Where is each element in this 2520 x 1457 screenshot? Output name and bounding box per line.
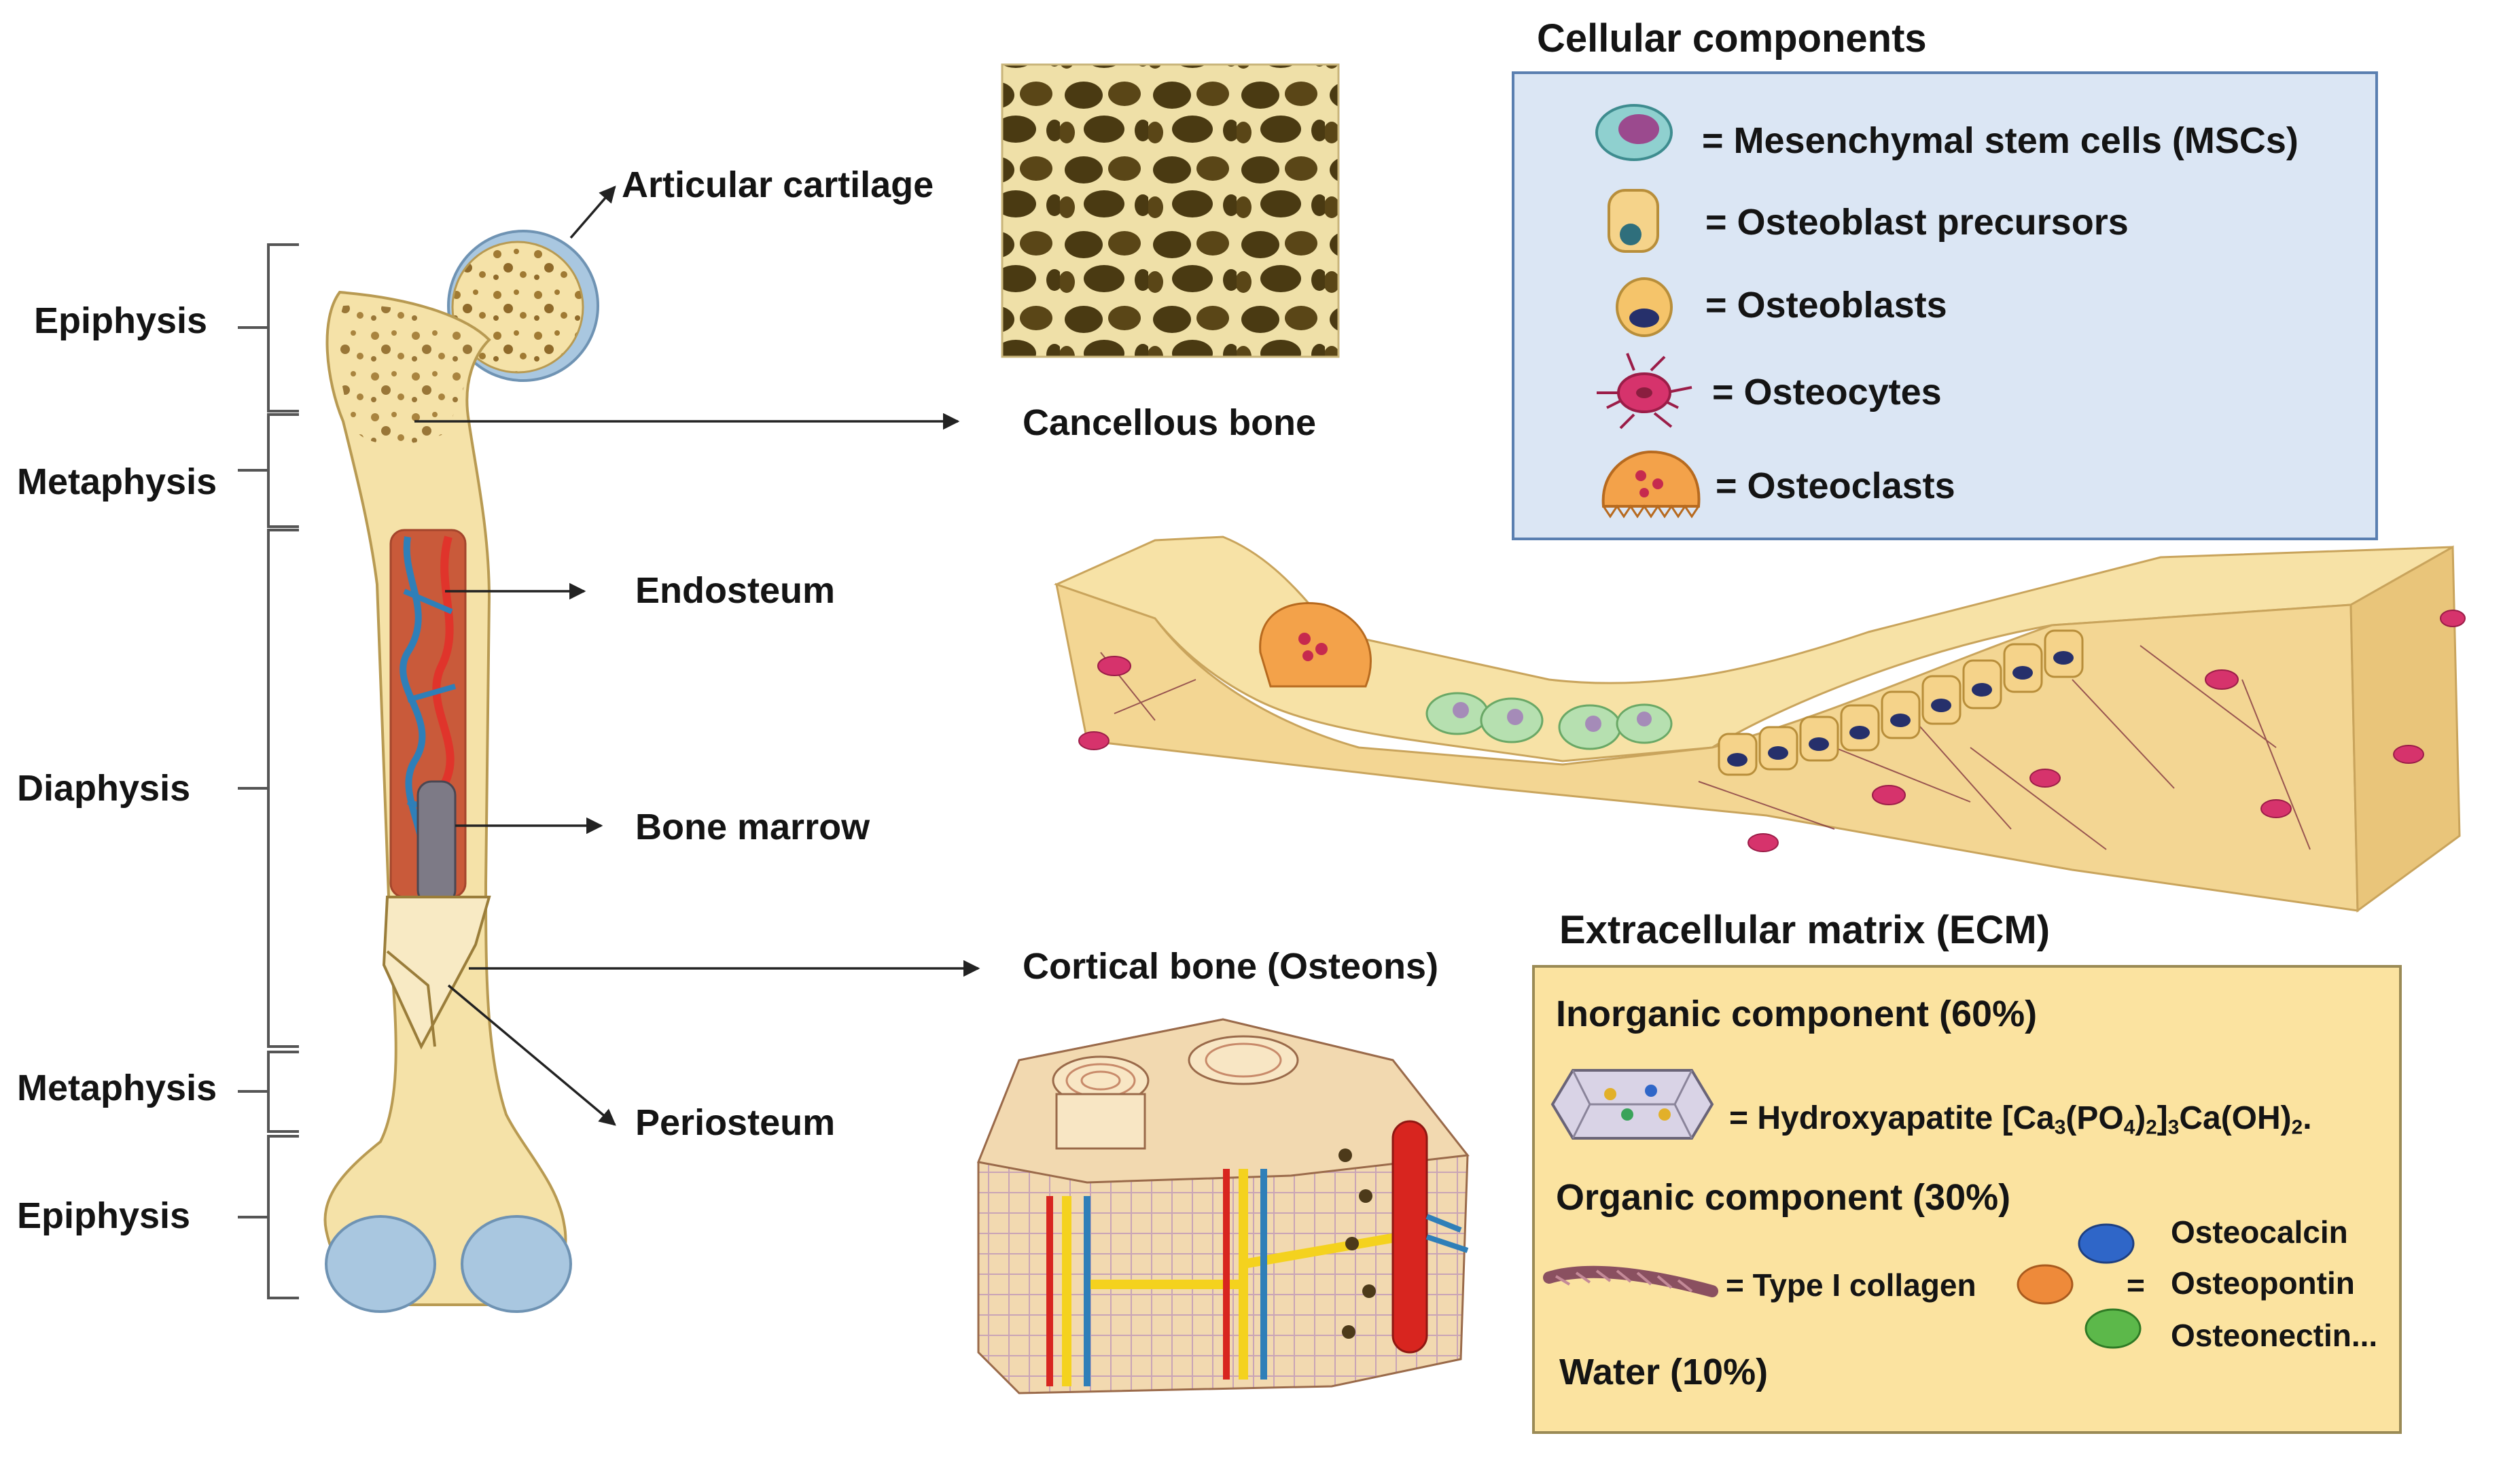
bone-marrow-rod	[416, 780, 457, 905]
proximal-spongy-region	[338, 305, 476, 444]
formula-part: = Hydroxyapatite [Ca	[1729, 1100, 2055, 1136]
ecm-protein-osteopontin: Osteopontin	[2171, 1265, 2355, 1301]
region-metaphysis-top: Metaphysis	[17, 461, 217, 502]
bracket-metaphysis-bottom	[238, 1051, 299, 1133]
ecm-collagen-label: = Type I collagen	[1726, 1267, 1976, 1303]
cell-item-osteoclasts: = Osteoclasts	[1716, 466, 1955, 506]
formula-sub: 3	[2167, 1116, 2180, 1139]
formula-part: )	[2135, 1100, 2146, 1136]
formula-sub: 2	[2291, 1116, 2303, 1139]
cortical-bone-illustration	[976, 1018, 1470, 1394]
ecm-inorganic-label: Inorganic component (60%)	[1556, 994, 2038, 1034]
label-endosteum: Endosteum	[635, 570, 836, 611]
formula-sub: 4	[2123, 1116, 2135, 1139]
formula-part: (PO	[2065, 1100, 2124, 1136]
ecm-box	[1532, 965, 2402, 1434]
ecm-proteins-equals: =	[2127, 1267, 2145, 1303]
osteoblast-row	[1718, 629, 2084, 776]
region-brackets	[238, 243, 299, 1299]
label-periosteum: Periosteum	[635, 1102, 836, 1143]
label-arrows	[414, 186, 980, 1126]
label-cortical-bone: Cortical bone (Osteons)	[1023, 946, 1439, 987]
cell-item-osteoblast-precursors: = Osteoblast precursors	[1705, 202, 2129, 243]
formula-part: Ca(OH)	[2179, 1100, 2292, 1136]
ecm-organic-label: Organic component (30%)	[1556, 1177, 2011, 1218]
bracket-metaphysis-top	[238, 413, 299, 528]
region-epiphysis-top: Epiphysis	[34, 300, 208, 341]
ecm-protein-osteonectin: Osteonectin...	[2171, 1318, 2378, 1353]
long-bone-illustration	[323, 230, 599, 1313]
formula-sub: 3	[2054, 1116, 2066, 1139]
condyle-left	[325, 1215, 436, 1313]
bone-remodeling-illustration	[1053, 536, 2466, 913]
bracket-epiphysis-top	[238, 243, 299, 412]
cell-item-osteocytes: = Osteocytes	[1712, 372, 1942, 412]
ecm-hydroxyapatite-formula: = Hydroxyapatite [Ca3(PO4)2]3Ca(OH)2.	[1729, 1100, 2312, 1139]
cancellous-bone-illustration	[1001, 63, 1340, 358]
bracket-diaphysis	[238, 529, 299, 1048]
ecm-protein-osteocalcin: Osteocalcin	[2171, 1214, 2348, 1250]
label-bone-marrow: Bone marrow	[635, 807, 870, 847]
label-cancellous-bone: Cancellous bone	[1023, 402, 1317, 443]
bracket-epiphysis-bottom	[238, 1135, 299, 1299]
region-diaphysis: Diaphysis	[17, 768, 191, 809]
formula-part: ]	[2157, 1100, 2168, 1136]
region-metaphysis-bottom: Metaphysis	[17, 1068, 217, 1108]
formula-sub: 2	[2146, 1116, 2157, 1139]
cortical-cut	[382, 896, 491, 1050]
region-epiphysis-bottom: Epiphysis	[17, 1195, 191, 1236]
cellular-components-title: Cellular components	[1537, 16, 1927, 60]
cell-item-osteoblasts: = Osteoblasts	[1705, 285, 1947, 326]
condyle-right	[461, 1215, 572, 1313]
ecm-water-label: Water (10%)	[1559, 1352, 1769, 1392]
ecm-title: Extracellular matrix (ECM)	[1559, 908, 2051, 952]
cell-item-msc: = Mesenchymal stem cells (MSCs)	[1702, 120, 2299, 161]
label-articular-cartilage: Articular cartilage	[622, 164, 934, 205]
formula-part: .	[2303, 1100, 2312, 1136]
